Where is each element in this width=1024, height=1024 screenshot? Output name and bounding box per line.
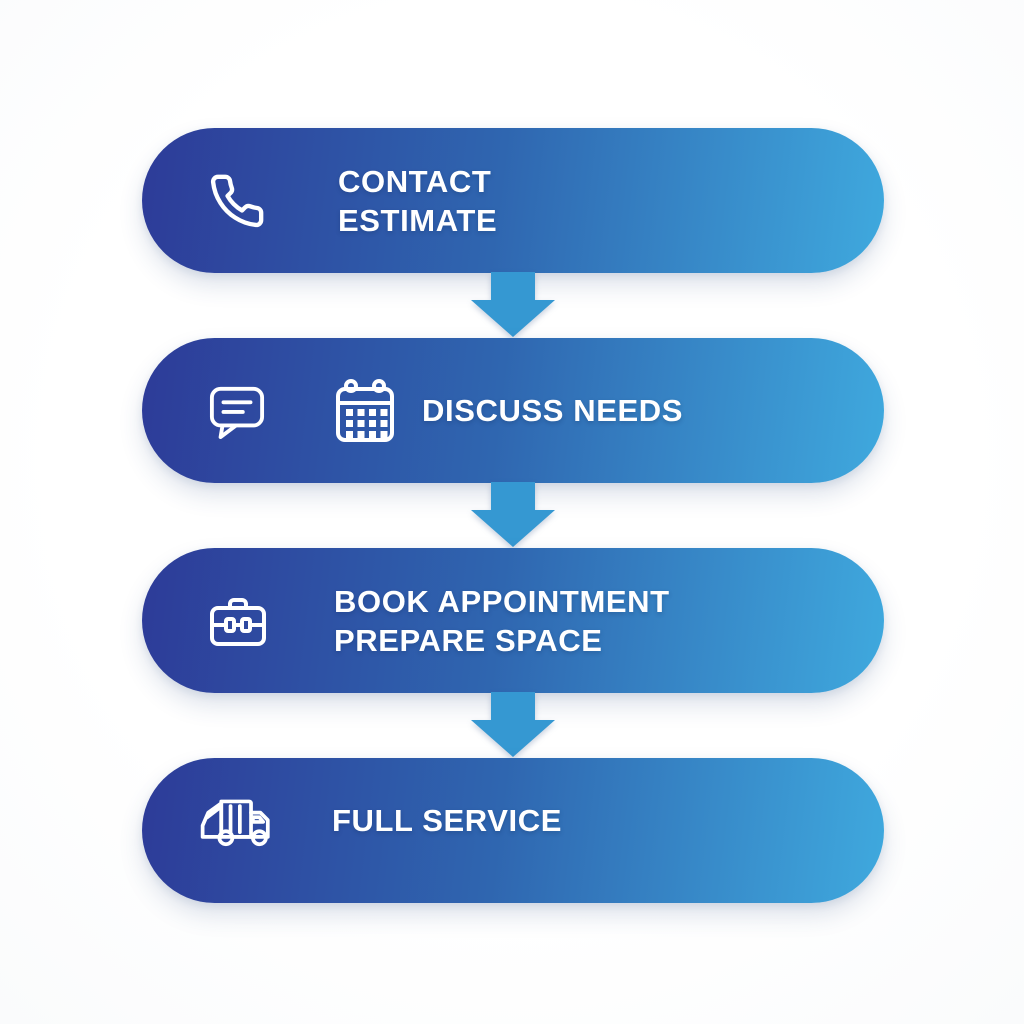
- garbage-truck-icon: [194, 794, 282, 848]
- toolbox-icon: [208, 593, 268, 649]
- step-label: FULL SERVICE: [332, 801, 562, 840]
- step-contact-estimate: CONTACT ESTIMATE: [142, 128, 884, 273]
- step-full-service: FULL SERVICE: [142, 758, 884, 903]
- step-label: CONTACT ESTIMATE: [338, 162, 497, 240]
- step-label: DISCUSS NEEDS: [422, 391, 683, 430]
- step-line: PREPARE SPACE: [334, 622, 603, 658]
- step-line: DISCUSS NEEDS: [422, 393, 684, 428]
- step-discuss-needs: DISCUSS NEEDS: [142, 338, 884, 483]
- phone-icon: [208, 172, 266, 230]
- step-book-appointment: BOOK APPOINTMENT PREPARE SPACE: [142, 548, 884, 693]
- down-arrow: [469, 482, 557, 548]
- step-line: BOOK APPOINTMENT: [334, 583, 670, 619]
- step-line: ESTIMATE: [338, 202, 498, 238]
- chat-bubble-icon: [208, 383, 266, 439]
- down-arrow: [469, 692, 557, 758]
- down-arrow: [469, 272, 557, 338]
- step-label: BOOK APPOINTMENT PREPARE SPACE: [334, 582, 670, 660]
- step-line: CONTACT: [338, 163, 492, 199]
- step-line: FULL SERVICE: [332, 803, 562, 838]
- calendar-icon: [334, 378, 396, 444]
